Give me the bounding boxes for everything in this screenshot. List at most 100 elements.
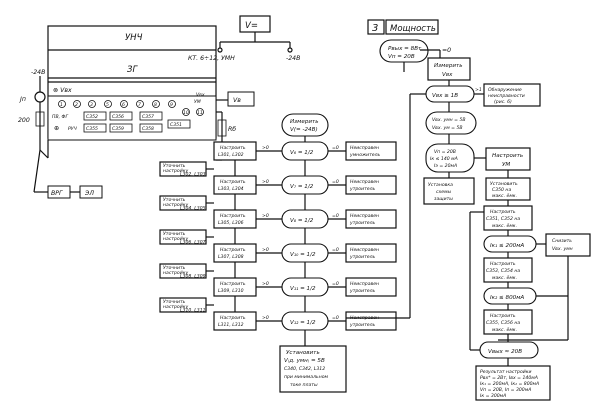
tune-label-2: L305, L306 (218, 220, 244, 226)
final-label-4: при минимальном (284, 375, 329, 380)
fault-box (345, 209, 397, 229)
eq0-label: =0 (332, 213, 339, 219)
svg-text:3: 3 (90, 102, 93, 108)
fault-box (345, 243, 397, 263)
svg-text:=0: =0 (442, 47, 451, 54)
cond-power-2: Iк ≤ 140 мА (430, 156, 458, 162)
tune-label-1: Настроить (220, 315, 246, 321)
svg-text:С358: С358 (142, 126, 154, 132)
fault-label-2: утроитель (349, 187, 376, 192)
plus-symbol: ⊕ (54, 125, 59, 132)
fault-label-1: Неисправен (350, 281, 379, 287)
tune-c353-1: Настроить (490, 261, 516, 267)
refine-label-2: настройку (163, 236, 189, 242)
tune-c353-3: макс. ёмк. (492, 275, 517, 281)
eq0-label: =0 (332, 247, 339, 253)
tune-label-2: L301, L302 (218, 152, 244, 158)
result-1: Результат настройки (480, 369, 532, 375)
svg-text:9: 9 (170, 102, 173, 108)
vkh-label: ⊗ Vвх (53, 87, 72, 94)
tune-label-2: L311, L312 (218, 322, 244, 328)
decision-cond: V₁₂ = 1/2 (290, 320, 316, 326)
final-box (279, 345, 347, 393)
params-line-2: Vп = 20В (388, 54, 415, 60)
tune-label-1: Настроить (220, 213, 246, 219)
refine-label-2: настройку (163, 270, 189, 276)
tune-c353-box (483, 257, 533, 283)
gt0-label: >0 (262, 145, 269, 151)
vkh-small-label: Vвх (196, 92, 205, 98)
tune-label-1: Настроить (220, 281, 246, 287)
meter-label: V= (245, 21, 258, 31)
tune-label-2: L303, L304 (218, 186, 244, 192)
tune-c351-3: макс. ёмк. (492, 223, 517, 229)
decision-cond: V₈ = 1/2 (290, 218, 314, 224)
svg-text:>1: >1 (475, 87, 482, 93)
setup-protection-2: схемы (436, 190, 452, 195)
fault-box (345, 175, 397, 195)
decision-cond: V₆ = 1/2 (290, 150, 314, 156)
cond-power-3: Iэ = 20мА (434, 163, 457, 169)
refine-label-1: Уточнить (163, 197, 186, 203)
refine-label-3: L304, L305 (180, 206, 206, 212)
section-title: Мощность (390, 24, 436, 34)
tune-c355-1: Настроить (490, 313, 516, 319)
fault-box (345, 141, 397, 161)
fault-label-2: утроитель (349, 289, 376, 294)
fault-label-2: утроитель (349, 221, 376, 226)
decision-cond: V₁₀ = 1/2 (290, 252, 316, 258)
result-2: Pвх* = 2Вт, Iвх = 140мА (480, 375, 538, 381)
final-label-1: Установить (286, 350, 320, 356)
reduce-1: Снизить (552, 238, 572, 244)
params-line-1: Pвых = 8Вт (388, 46, 422, 52)
final-label-5: токе платы (290, 383, 318, 388)
fault-detect-box (483, 83, 541, 107)
gt0-label: >0 (262, 281, 269, 287)
svg-text:10: 10 (183, 110, 189, 116)
refine-label-2: настройку (163, 168, 189, 174)
decision-cond: V₁₁ = 1/2 (290, 286, 316, 292)
rb-label: Rб (228, 125, 236, 133)
result-5: Iк = 300мА (480, 393, 506, 399)
refine-label-1: Уточнить (163, 231, 186, 237)
refine-label-1: Уточнить (163, 163, 186, 169)
measure-label-2: V(= -24В) (290, 127, 318, 133)
reduce-box (545, 233, 591, 257)
tune-c355-3: макс. ёмк. (492, 327, 517, 333)
measure-label-1: Измерить (290, 119, 319, 125)
vv-meter-box (227, 91, 255, 107)
result-4: Vп = 20В, Iп = 300мА (480, 387, 531, 393)
unch-label: УНЧ (125, 33, 143, 43)
zg-label: ЗГ (127, 65, 138, 75)
cond-power-1: Vп = 20В (434, 149, 456, 155)
tune-label-1: Настроить (220, 145, 246, 151)
fault-label-1: Неисправен (350, 145, 379, 151)
pv-fg-label: ПВ, ФГ (52, 114, 68, 120)
ammeter-icon (34, 91, 46, 103)
svg-text:С355: С355 (86, 126, 98, 132)
fault-label-2: утроитель (349, 323, 376, 328)
svg-text:С352: С352 (86, 114, 98, 120)
svg-text:7: 7 (138, 102, 141, 108)
refine-label-1: Уточнить (163, 265, 186, 271)
gt0-label: >0 (262, 179, 269, 185)
section-number-box (367, 19, 385, 35)
final-label-2: V₍д. умн₎ = 5В (284, 358, 325, 364)
tune-um-2: УМ (502, 162, 510, 168)
fault-label-1: Неисправен (350, 213, 379, 219)
reduce-2: Vвх. умн (552, 246, 573, 252)
fault-box (345, 277, 397, 297)
fault-label-2: утроитель (349, 255, 376, 260)
fault-detect-2: неисправности (488, 94, 525, 99)
final-label-3: С340, С342, L312 (284, 366, 325, 372)
install-c350-1: Установить (490, 181, 518, 187)
vv-label: Vв (233, 97, 241, 104)
fault-label-1: Неисправен (350, 247, 379, 253)
install-c350-3: макс. ёмк. (492, 193, 517, 199)
el-label: ЭЛ (84, 190, 94, 197)
cond-vkh-umn-1: Vвх. умн = 5В (432, 117, 466, 123)
svg-text:С356: С356 (112, 114, 124, 120)
svg-text:С351: С351 (170, 122, 182, 128)
